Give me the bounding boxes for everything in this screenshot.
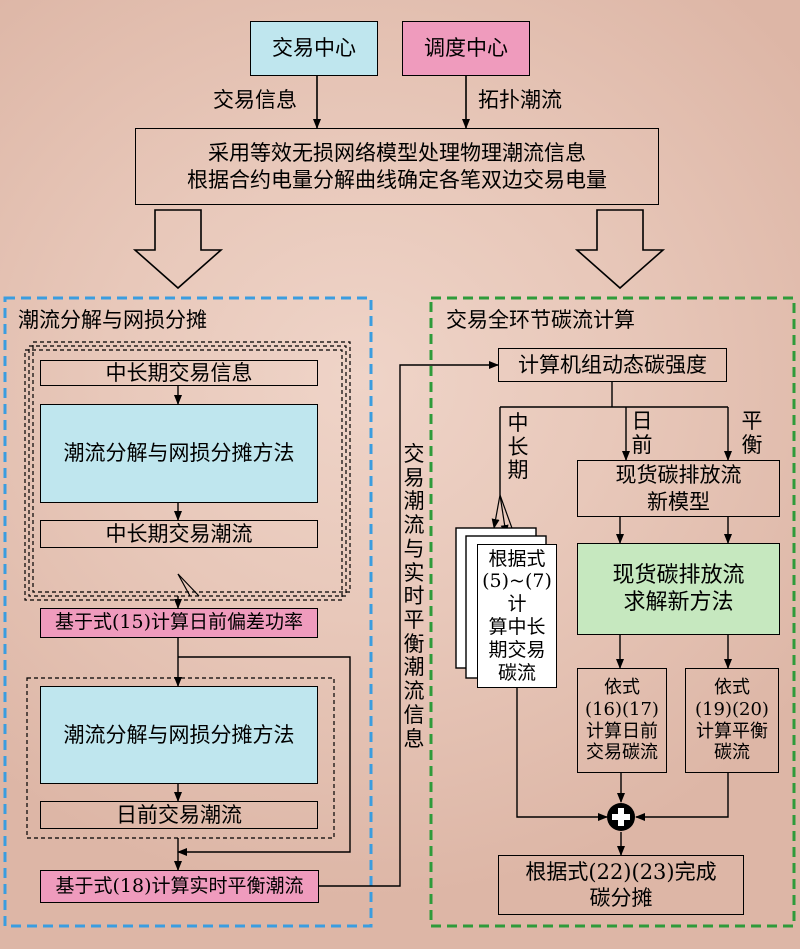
- spot-model-box: 现货碳排放流 新模型: [577, 460, 780, 517]
- line-19-to-sum: [635, 773, 729, 821]
- right-panel-border: [429, 296, 796, 928]
- loop-formula15-to-formula18: [177, 656, 351, 856]
- trade-center-box: 交易中心: [250, 21, 378, 76]
- big-arrow-right: [574, 209, 666, 290]
- formula18-box: 基于式(18)计算实时平衡潮流: [40, 870, 319, 903]
- formula16-17-box: 依式 (16)(17) 计算日前 交易碳流: [577, 668, 667, 773]
- formula19-20-box: 依式 (19)(20) 计算平衡 碳流: [685, 668, 779, 773]
- main-process-box: 采用等效无损网络模型处理物理潮流信息 根据合约电量分解曲线确定各笔双边交易电量: [135, 128, 659, 205]
- trade-info-label: 交易信息: [213, 88, 297, 112]
- left-panel-title: 潮流分解与网损分摊: [18, 308, 207, 332]
- line-5-7-to-sum: [516, 688, 608, 821]
- main-box-line2: 根据合约电量分解曲线确定各笔双边交易电量: [187, 167, 607, 192]
- main-box-line1: 采用等效无损网络模型处理物理潮流信息: [208, 141, 586, 166]
- dashed-frame-bottom: [26, 677, 335, 839]
- mid-long-flow-box: 中长期交易潮流: [40, 520, 318, 548]
- branch-day-ahead-label: 日前: [631, 409, 653, 457]
- final-allocation-box: 根据式(22)(23)完成 碳分摊: [498, 855, 744, 915]
- spot-method-box: 现货碳排放流 求解新方法: [577, 543, 780, 635]
- left-panel-border: [3, 296, 373, 928]
- link-formula18-to-carbon: [319, 361, 499, 887]
- sum-node: [607, 803, 635, 831]
- dashed-stack-1: [32, 341, 351, 593]
- method-box-2: 潮流分解与网损分摊方法: [40, 686, 318, 784]
- fan-line-1: [177, 573, 200, 597]
- big-arrow-left: [132, 209, 224, 290]
- formula15-box: 基于式(15)计算日前偏差功率: [40, 608, 318, 638]
- dashed-stack-3: [24, 349, 343, 601]
- day-ahead-flow-box: 日前交易潮流: [40, 801, 318, 829]
- dispatch-center-box: 调度中心: [402, 21, 530, 76]
- middle-vertical-label: 交易潮流与实时平衡潮流信息: [403, 442, 425, 751]
- topology-label: 拓扑潮流: [478, 88, 562, 112]
- fan-line-2: [177, 573, 191, 597]
- branch-mid-long-label: 中长期: [507, 411, 529, 483]
- branch-balance-label: 平衡: [741, 409, 763, 457]
- mid-long-info-box: 中长期交易信息: [40, 360, 318, 386]
- fan-arrow-1: [491, 494, 501, 529]
- method-box-1: 潮流分解与网损分摊方法: [40, 404, 318, 503]
- dashed-stack-2: [28, 345, 347, 597]
- right-panel-title: 交易全环节碳流计算: [446, 308, 635, 332]
- dynamic-carbon-box: 计算机组动态碳强度: [498, 348, 727, 382]
- formula5-7-box: 根据式 (5)~(7)计 算中长 期交易 碳流: [477, 544, 557, 688]
